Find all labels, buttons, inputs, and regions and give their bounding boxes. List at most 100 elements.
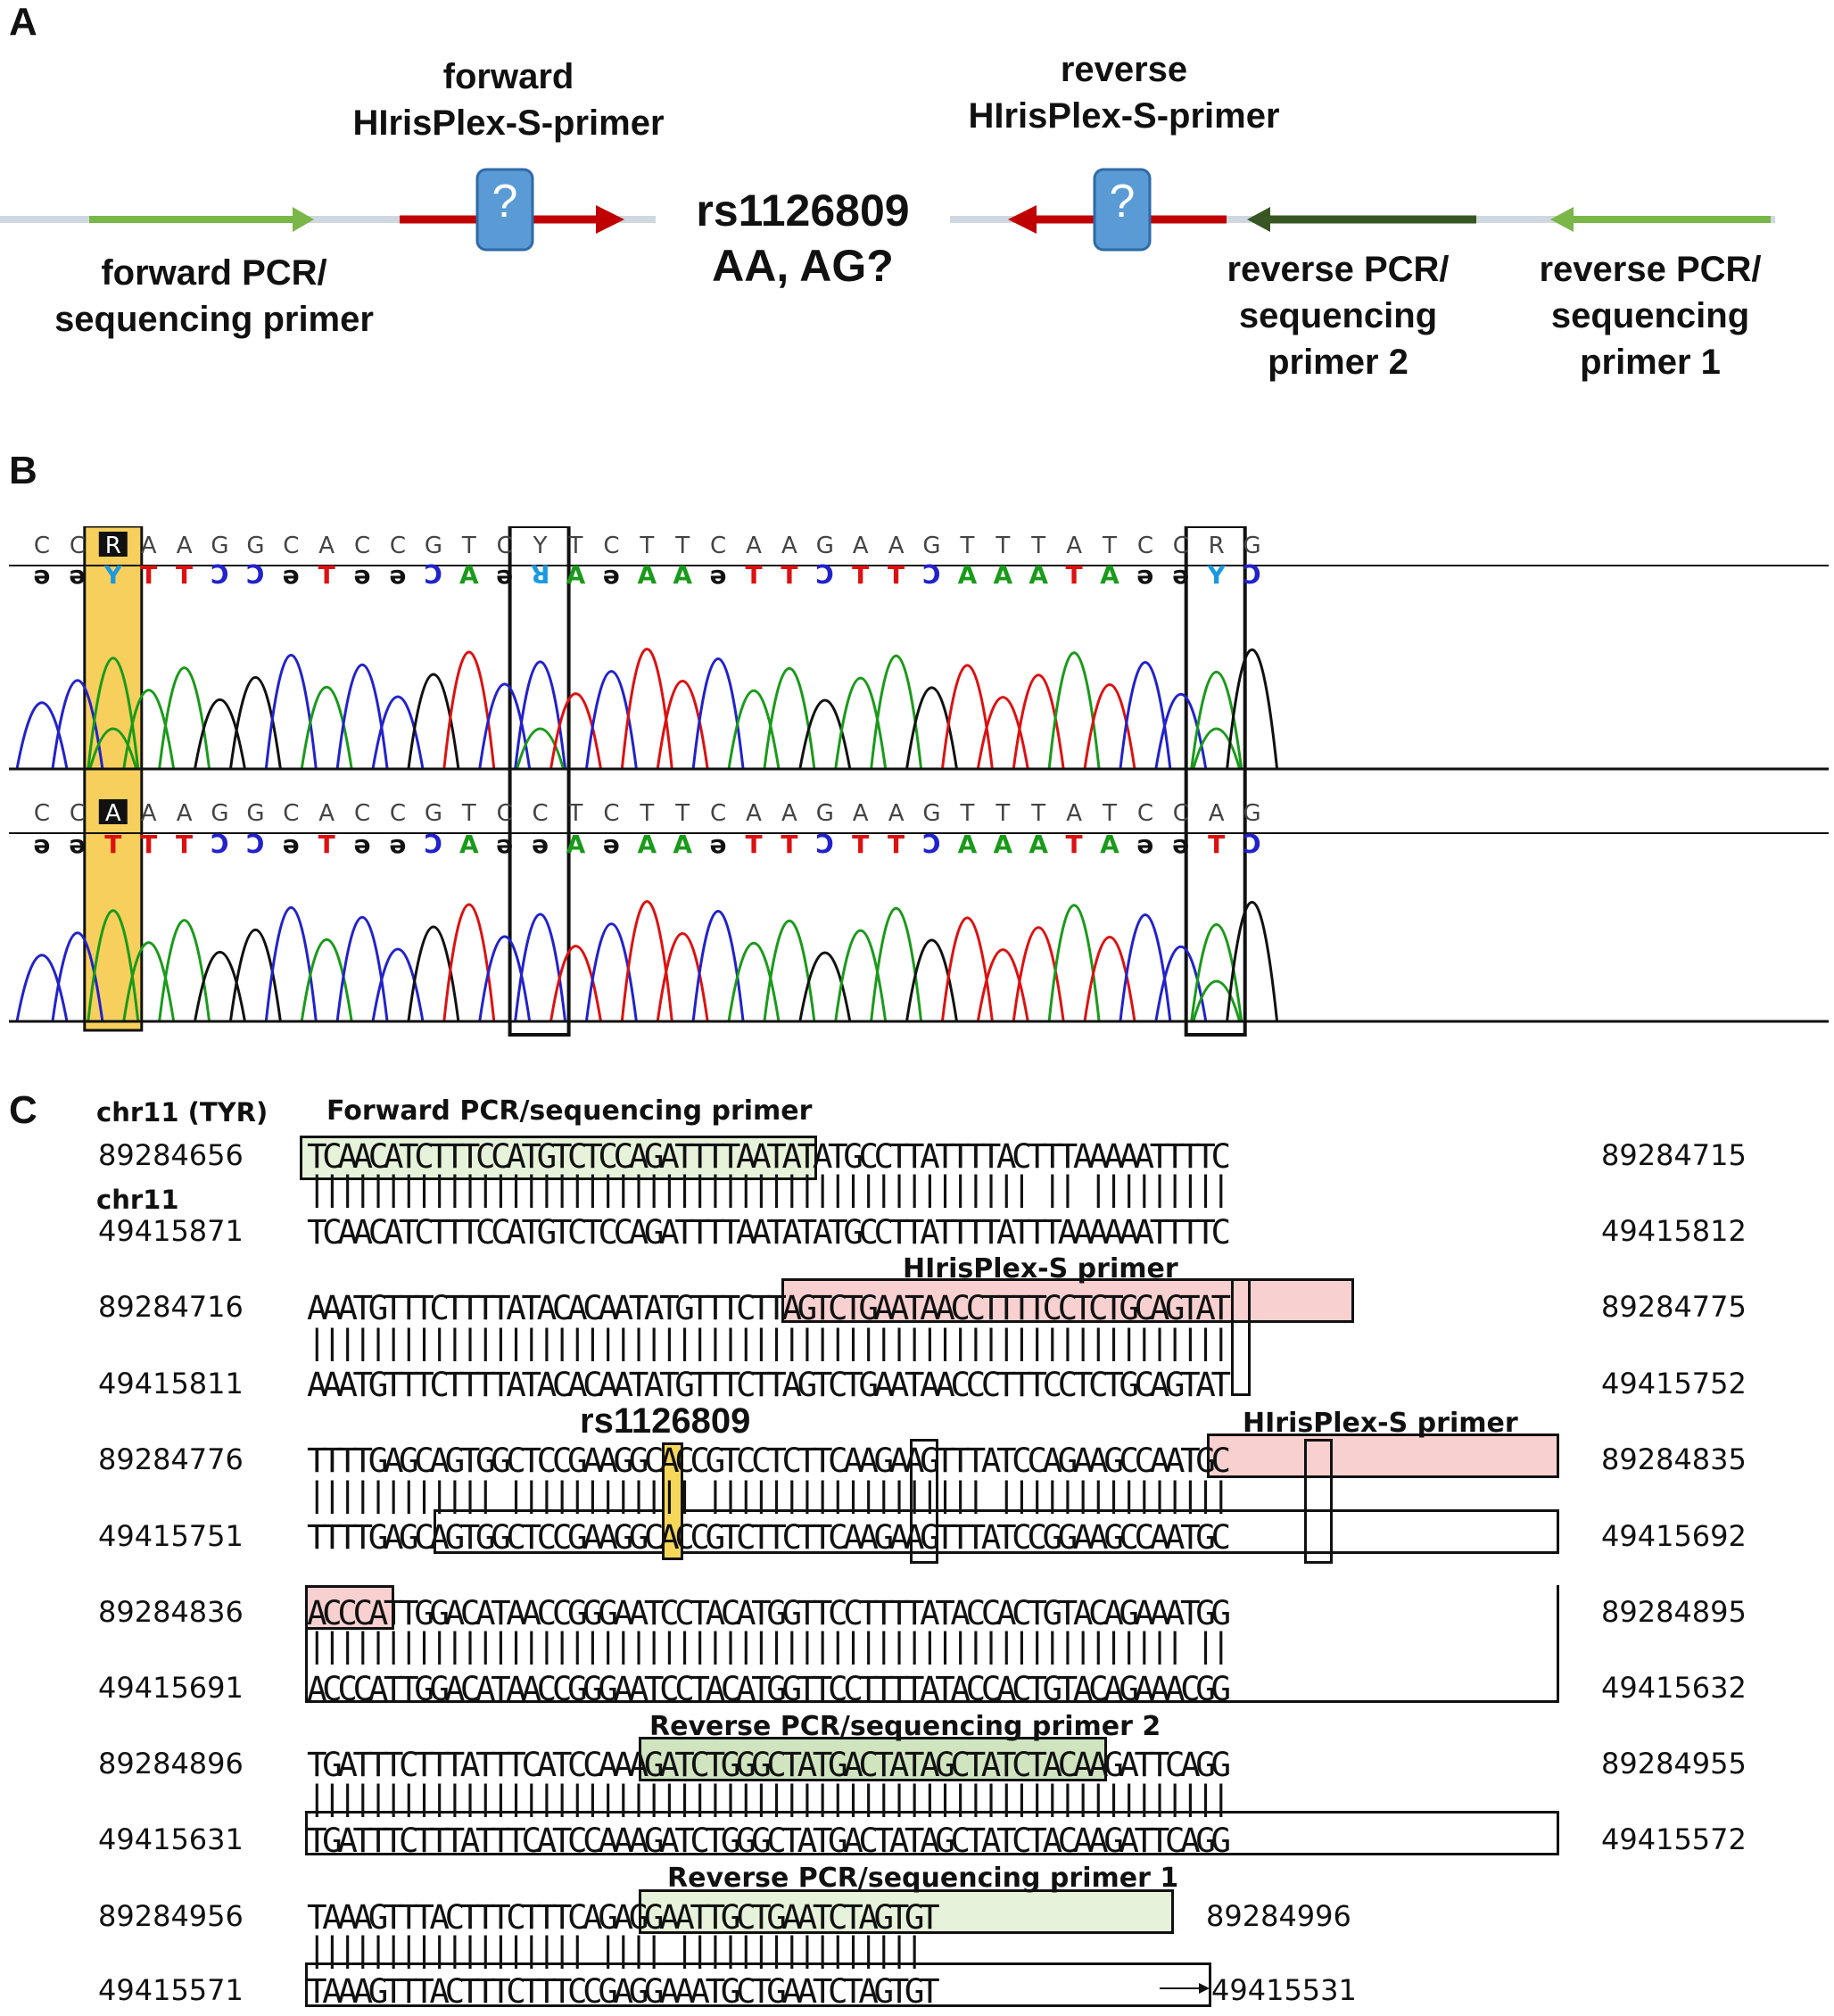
base-call: A xyxy=(318,533,335,559)
peak xyxy=(1154,692,1208,770)
base-call: C xyxy=(390,800,406,827)
complement-base: ə xyxy=(532,830,549,859)
hirisplex-primer-box-3 xyxy=(305,1585,394,1630)
complement-base: A xyxy=(566,560,586,590)
peak xyxy=(194,698,246,770)
base-call: C xyxy=(603,800,619,827)
peak xyxy=(1083,936,1136,1022)
base-call: A xyxy=(746,533,762,559)
end-coordinate: 49415572 xyxy=(1601,1822,1747,1856)
peak xyxy=(371,947,425,1022)
complement-base: ə xyxy=(283,560,300,590)
base-call: C xyxy=(497,533,513,559)
peak xyxy=(478,682,532,770)
peak xyxy=(656,680,709,770)
complement-base: ə xyxy=(69,560,86,590)
peak xyxy=(264,654,318,770)
hirisplex-primer-label-1: HIrisPlex-S primer xyxy=(903,1253,1178,1285)
base-call: T xyxy=(461,800,476,827)
peak xyxy=(264,906,318,1022)
peak xyxy=(727,689,781,770)
peak xyxy=(158,919,211,1022)
peak xyxy=(620,648,673,770)
base-call: T xyxy=(568,533,583,559)
complement-base: ə xyxy=(390,830,407,859)
base-call: T xyxy=(959,533,974,559)
base-call: T xyxy=(1030,800,1045,827)
secondary-peak xyxy=(88,727,138,770)
peak xyxy=(1190,922,1243,1022)
peak xyxy=(691,910,745,1022)
end-coordinate: 49415692 xyxy=(1601,1519,1747,1553)
base-call: G xyxy=(246,800,264,827)
query-sequence: AAATGTTTCTTTTATACACAATATGTTTCTTAGTCTGAAT… xyxy=(307,1288,1231,1327)
complement-base: Ͻ xyxy=(425,560,442,590)
complement-base: T xyxy=(140,830,157,859)
base-call: G xyxy=(211,800,228,827)
hirisplex-primer-label-2: HIrisPlex-S primer xyxy=(1243,1408,1518,1439)
complement-base: A xyxy=(673,560,692,590)
base-call: G xyxy=(425,800,442,827)
base-call: C xyxy=(34,800,50,827)
complement-base: T xyxy=(176,560,193,590)
reverse-strand-box-4 xyxy=(305,1962,1211,2007)
complement-base: Y xyxy=(103,560,123,590)
subject-sequence: AAATGTTTCTTTTATACACAATATGTTTCTTAGTCTGAAT… xyxy=(307,1365,1231,1404)
match-bars: ||||||||||||||||||||||||||||||||||||||||… xyxy=(307,1169,1231,1208)
peak xyxy=(442,650,496,770)
base-call: T xyxy=(674,800,690,827)
complement-base: ə xyxy=(710,560,727,590)
peak xyxy=(549,692,602,770)
base-call: G xyxy=(1243,800,1261,827)
complement-base: T xyxy=(1208,830,1225,859)
peak xyxy=(834,676,888,770)
base-call: G xyxy=(816,533,834,559)
complement-base: ə xyxy=(710,830,727,859)
complement-base: Ͻ xyxy=(211,560,229,590)
peak xyxy=(834,929,888,1022)
base-call: T xyxy=(639,533,654,559)
match-bars: ||||||||||||||||||||||||||||||||||||||||… xyxy=(307,1778,1231,1817)
complement-base: ə xyxy=(496,830,513,859)
peak xyxy=(656,932,709,1022)
end-coordinate: 49415812 xyxy=(1601,1214,1747,1248)
complement-base: A xyxy=(637,560,657,590)
complement-base: ə xyxy=(34,830,51,859)
peak xyxy=(976,948,1029,1022)
reverse-pcr-primer2-box xyxy=(639,1737,1107,1781)
end-coordinate: 89284895 xyxy=(1601,1595,1747,1629)
complement-base: T xyxy=(104,830,121,859)
query-sequence: TAAAGTTTACTTTCTTTCAGAGGAATTGCTGAATCTAGTG… xyxy=(307,1897,940,1937)
peak xyxy=(1047,651,1101,770)
forward-pcr-primer-label: Forward PCR/sequencing primer xyxy=(326,1095,813,1127)
peak xyxy=(87,909,140,1022)
base-call: A xyxy=(746,800,762,827)
base-call: T xyxy=(1030,533,1045,559)
start-coordinate: 49415751 xyxy=(98,1519,244,1553)
complement-base: ə xyxy=(283,830,300,859)
question-box-forward xyxy=(475,168,534,252)
complement-base: A xyxy=(566,830,586,859)
complement-base: A xyxy=(459,830,479,859)
complement-base: ə xyxy=(1172,560,1189,590)
peak xyxy=(335,916,389,1022)
base-call: C xyxy=(603,533,619,559)
mismatch-marker-2 xyxy=(910,1439,938,1564)
base-call: G xyxy=(246,533,264,559)
complement-base: Ͻ xyxy=(923,830,941,859)
complement-base: ə xyxy=(34,560,51,590)
peak xyxy=(1012,673,1065,770)
end-coordinate: 49415531 xyxy=(1211,1973,1357,2007)
base-call: T xyxy=(568,800,583,827)
peak xyxy=(1083,683,1136,770)
peak xyxy=(1012,926,1065,1022)
base-call: T xyxy=(995,800,1010,827)
reverse-pcr-primer2-label: Reverse PCR/sequencing primer 2 xyxy=(649,1711,1161,1742)
complement-base: T xyxy=(318,560,335,590)
complement-base: Y xyxy=(1207,560,1227,590)
peak xyxy=(371,695,425,770)
peak xyxy=(763,666,816,770)
start-coordinate: 49415811 xyxy=(98,1367,244,1400)
base-call: A xyxy=(888,533,905,559)
complement-base: A xyxy=(1029,560,1048,590)
